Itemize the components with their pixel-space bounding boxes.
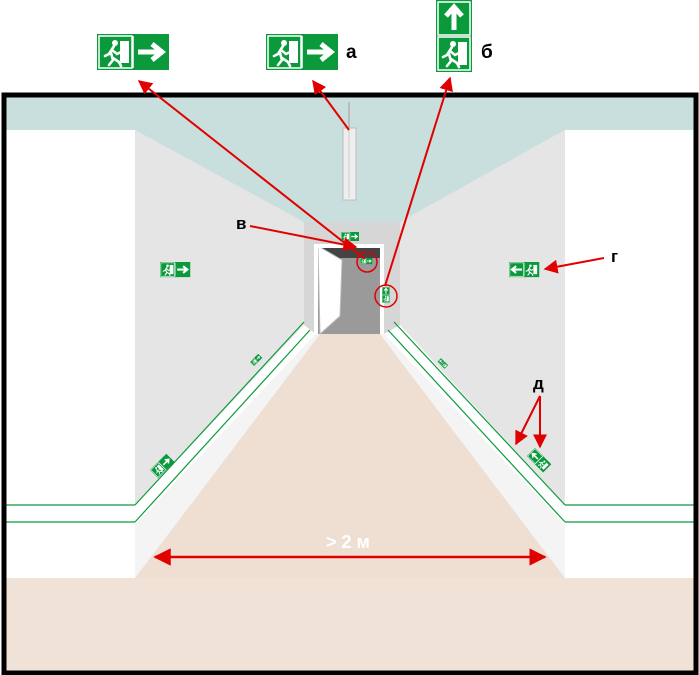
- label-a: а: [346, 42, 357, 63]
- scene-sign-up: [381, 286, 391, 304]
- pointer-arrows: [137, 76, 605, 566]
- scene-sign-ceiling: [340, 231, 360, 242]
- dimension-label: > 2 м: [326, 532, 370, 552]
- circle-marker-v: [356, 251, 378, 273]
- corridor-scene: [1, 92, 699, 675]
- sign-exit-right-2: [266, 34, 338, 70]
- label-v: в: [236, 214, 246, 233]
- scene-sign-door: [359, 257, 373, 265]
- sign-exit-right-1: [97, 34, 169, 70]
- scene-sign-right-wall: [507, 260, 541, 279]
- sign-exit-up: [436, 0, 472, 72]
- scene-sign-left-wall: [158, 260, 192, 279]
- label-b: б: [481, 42, 493, 63]
- label-g: г: [611, 247, 618, 266]
- label-d: д: [533, 374, 544, 393]
